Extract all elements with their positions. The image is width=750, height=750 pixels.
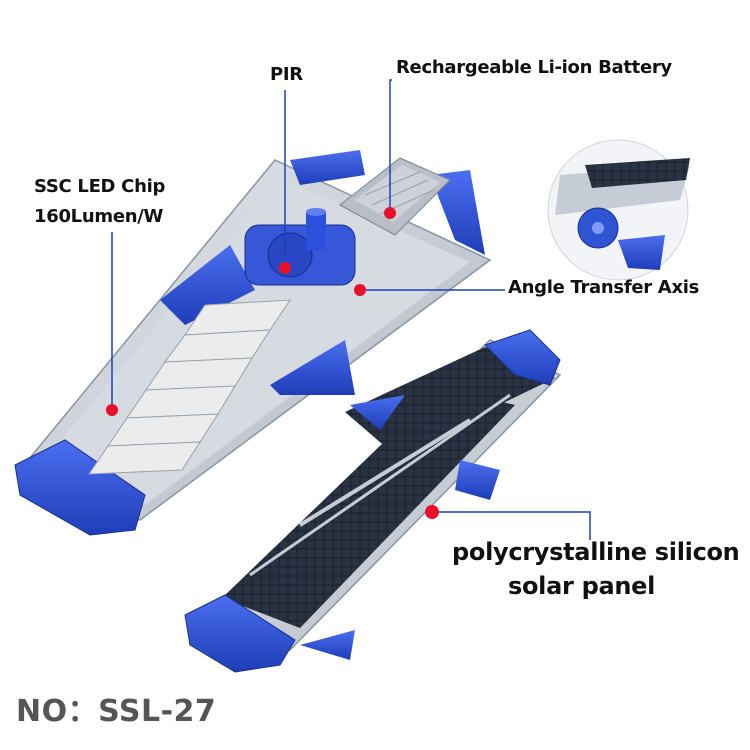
pir-label: PIR bbox=[270, 64, 303, 85]
leader-lines bbox=[111, 79, 591, 540]
model-number: NO：SSL-27 bbox=[16, 694, 217, 729]
solar-label-line1: polycrystalline silicon bbox=[452, 538, 740, 566]
markers bbox=[106, 207, 439, 519]
battery-label: Rechargeable Li-ion Battery bbox=[396, 57, 672, 78]
led-label-line1: SSC LED Chip bbox=[34, 176, 166, 197]
solar-label-line2: solar panel bbox=[508, 572, 656, 600]
solar-leader bbox=[432, 511, 591, 540]
lamp-body bbox=[14, 150, 492, 536]
pir-marker bbox=[279, 262, 291, 274]
led-label-line2: 160Lumen/W bbox=[34, 206, 164, 227]
solar-marker bbox=[425, 505, 439, 519]
axis-detail-inset bbox=[547, 139, 690, 281]
battery-pack bbox=[339, 157, 451, 236]
battery-leader bbox=[389, 79, 392, 212]
battery-marker bbox=[384, 207, 396, 219]
axis-marker bbox=[354, 284, 366, 296]
led-marker bbox=[106, 404, 118, 416]
solar-panel bbox=[184, 329, 562, 673]
pir-hub bbox=[244, 208, 356, 286]
axis-label: Angle Transfer Axis bbox=[508, 277, 700, 298]
led-modules bbox=[88, 299, 291, 475]
